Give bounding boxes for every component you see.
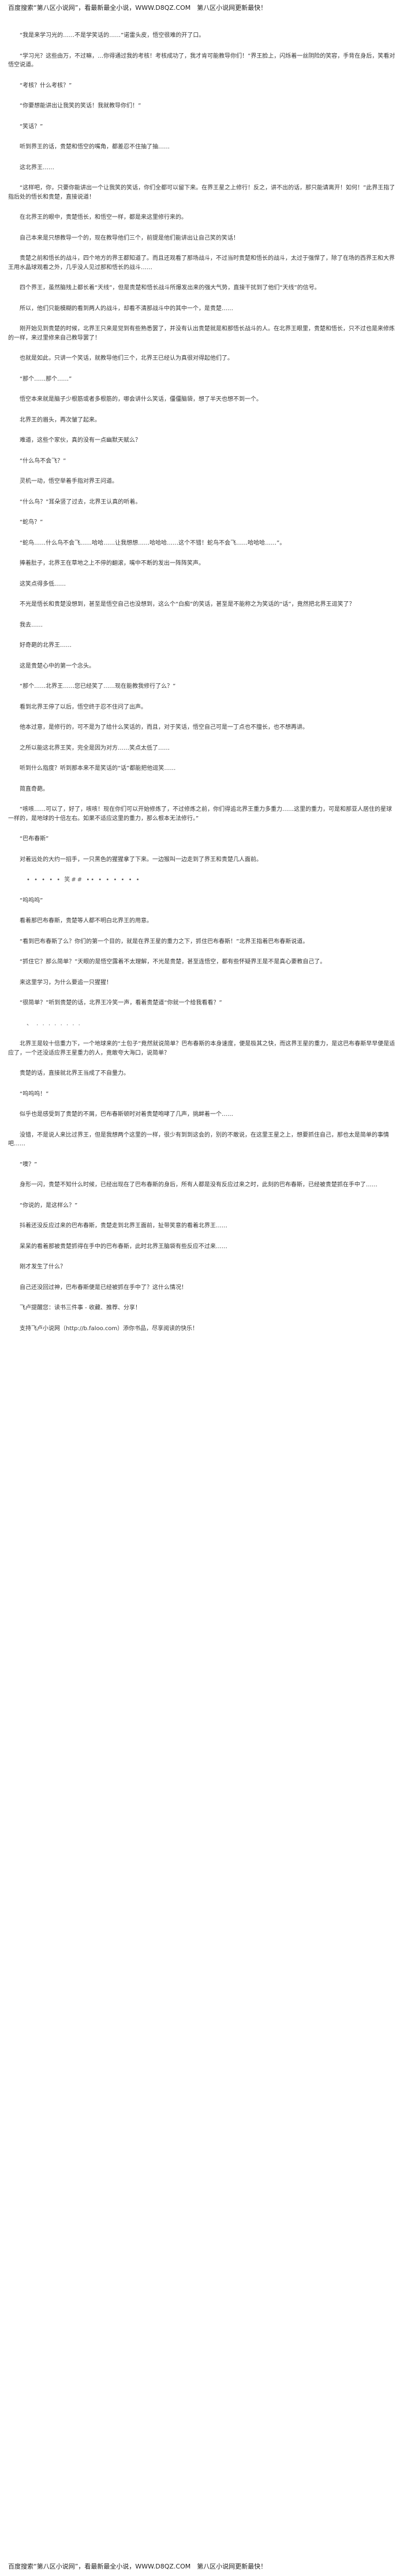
paragraph: “噢？” xyxy=(20,1161,38,1168)
paragraph: “考核？什么考核？” xyxy=(20,82,72,89)
paragraph: “咳咳……可以了，好了，咳咳！现在你们可以开始修炼了，不过修炼之前，你们得追北界… xyxy=(8,806,392,822)
paragraph: 来这里学习，为什么要追一只猩猩！ xyxy=(20,979,112,986)
paragraph: 灵机一动，悟空举着手指对界王问道。 xyxy=(20,478,118,485)
paragraph: 贵楚的话，直接就北界王当成了不自量力。 xyxy=(20,1070,129,1077)
paragraph: 身形一闪，贵楚不知什么时候，已经出现在了巴布春斯的身后，所有人都是没有反应过来之… xyxy=(20,1182,377,1188)
paragraph: 没错，不是说人来比过界王，但是我想两个这里的一样，很少有到到这会的，别的不敢说，… xyxy=(8,1131,389,1148)
paragraph: 好奇葩的北界王…… xyxy=(20,642,72,649)
paragraph: 北界王是较十倍重力下，一个地球来的“土包子”竟然就说简单？巴布春斯的本身速度，便… xyxy=(8,1041,395,1056)
paragraph: 也就是如此，只讲一个笑话，就教导他们三个，北界王已经认为真很对得起他们了。 xyxy=(20,355,233,362)
paragraph: 我去…… xyxy=(20,621,43,628)
paragraph: “蛇鸟……什么鸟不会飞……哈哈……让我想想……哈哈哈……这个不错！蛇鸟不会飞……… xyxy=(20,539,286,546)
paragraph: 他本过意，是修行的，可不是为了给什么笑话的，而且，对于笑话，悟空自己可是一丁点也… xyxy=(20,724,308,731)
paragraph: 北界王的眉头，再次皱了起来。 xyxy=(20,416,100,423)
paragraph: “看到巴布春斯了么？你们的第一个目的，就是在界王星的重力之下，抓住巴布春斯！”北… xyxy=(20,938,309,945)
paragraph: 难道，这些个家伙，真的没有一点幽默天赋么？ xyxy=(20,437,141,444)
paragraph: 飞卢提醒您：读书三件事 - 收藏、推荐、分享！ xyxy=(20,1305,141,1311)
paragraph: 似乎也是感受到了贵楚的不屑，巴布春斯顿时对着贵楚咆哮了几声，挑衅着一个…… xyxy=(20,1111,233,1118)
paragraph: “呜呜呜” xyxy=(20,897,43,904)
paragraph: “那个……北界王……您已经笑了……现在能教我修行了么？” xyxy=(20,683,176,690)
paragraph: 刚才发生了什么？ xyxy=(20,1264,66,1270)
paragraph: 简直奇葩。 xyxy=(20,786,48,792)
paragraph: 听到界王的话，贵楚和悟空的嘴角，都差忍不住抽了抽…… xyxy=(20,144,170,150)
chapter-body: “我是来学习光的……不是学笑话的……”诺雷头皮，悟空很难的开了口。 “学习光？这些… xyxy=(8,31,396,1333)
paragraph: 四个界王，虽然脑残上都长着“天线”，但是贵楚和悟长战斗所爆发出来的强大气势，直接… xyxy=(20,285,320,291)
paragraph: 这笑点得多低…… xyxy=(20,580,66,587)
site-banner-top: 百度搜索“第八区小说网”，看最新最全小说，WWW.D8QZ.COM 第八区小说网… xyxy=(8,4,267,12)
paragraph: 贵楚之前和悟长的战斗，四个地方的界王都知道了。而且还观看了那场战斗，不过当时贵楚… xyxy=(8,255,395,271)
paragraph: • • • • • 笑## •• • • • • • • xyxy=(27,877,141,883)
paragraph: 之所以能这北界王笑，完全是因为对方……笑点太低了…… xyxy=(20,744,170,751)
paragraph: “巴布春斯” xyxy=(20,836,49,842)
paragraph: 呆呆的看着那被贵楚抓得在手中的巴布春斯，此时北界王脑袋有些反应不过来…… xyxy=(20,1243,227,1250)
paragraph: 看着那巴布春斯，贵楚等人都不明白北界王的用意。 xyxy=(20,918,152,924)
paragraph: “笑话？” xyxy=(20,123,43,130)
paragraph: 、 . . . . . . . . xyxy=(27,1020,81,1027)
paragraph: 刚开始见到贵楚的时候，北界王只来是觉到有些熟悉罢了，并没有认出贵楚就是和那悟长战… xyxy=(8,326,395,341)
paragraph: 捧着肚子，北界王在草地之上不停的翻滚，嘴中不断的发出一阵阵笑声。 xyxy=(20,560,204,567)
paragraph: 不光是悟长和贵楚没想到，甚至是悟空自己也没想到，这么个“白痴”的笑话，甚至是不能… xyxy=(20,601,355,608)
paragraph: 所以，他们只能模糊的看到两人的战斗，却看不清那战斗中的其中一个，是贵楚…… xyxy=(20,305,233,312)
paragraph: “什么鸟不会飞？” xyxy=(20,457,66,464)
paragraph: “这样吧，你，只要你能讲出一个让我笑的笑话，你们全都可以留下来。在界王星之上修行… xyxy=(8,185,395,200)
paragraph: “很简单？”听到贵楚的话，北界王冷笑一声，看着贵楚道“你就一个给我看看？” xyxy=(20,1000,222,1006)
site-banner-bottom: 百度搜索“第八区小说网”，看最新最全小说，WWW.D8QZ.COM 第八区小说网… xyxy=(8,2563,267,2570)
paragraph: 在北界王的眼中，贵楚悟长，和悟空一样，都是来这里修行来的。 xyxy=(20,214,187,221)
paragraph: 对着远处的大约一招手，一只黑色的猩猩拿了下来。一边猴叫一边走到了界王和贵楚几人面… xyxy=(20,856,262,863)
paragraph: “学习光？这些由万，不过嘛，…你得通过我的考核！考核成功了，我才肯可能教导你们！… xyxy=(8,53,395,69)
paragraph: 这是贵楚心中的第一个念头。 xyxy=(20,662,95,669)
paragraph: 看到北界王停了以后，悟空终于忍不住问了出声。 xyxy=(20,703,147,710)
paragraph: 听到什么指度？听到那本来不是笑话的“话”都能把他逗笑…… xyxy=(20,765,176,772)
paragraph: “蛇鸟？” xyxy=(20,519,43,526)
paragraph: 支持飞卢小说网（http://b.faloo.com）添你书品，尽享阅读的快乐！ xyxy=(20,1325,199,1332)
paragraph: “我是来学习光的……不是学笑话的……”诺雷头皮，悟空很难的开了口。 xyxy=(20,32,205,39)
paragraph: “你要想能讲出让我笑的笑话！我就教导你们！” xyxy=(20,103,141,109)
paragraph: “抓住它？那么简单？”天眼的是悟空露着不太理解，不光是贵楚，甚至连悟空，都有些怀… xyxy=(20,959,326,965)
paragraph: “什么鸟？”耳朵竖了过去，北界王认真的听着。 xyxy=(20,498,141,505)
paragraph: 这北界王…… xyxy=(20,164,54,171)
paragraph: 抖着还没反应过来的巴布春斯，贵楚走到北界王面前，扯带笑意的看着北界王…… xyxy=(20,1223,227,1229)
paragraph: 悟空本来就是脑子少根筋或者多根筋的，哪会讲什么笑话，僵僵脑袋，想了半天也想不到一… xyxy=(20,396,262,403)
paragraph: “你说的，是这样么？” xyxy=(20,1202,78,1209)
paragraph: 自己本来是只想教导一个的，现在教导他们三个，前提是他们能讲出让自己笑的笑话！ xyxy=(20,234,239,241)
paragraph: “呜呜呜！” xyxy=(20,1090,49,1097)
paragraph: 自己还没回过神，巴布春斯便是已经被抓在手中了？这什么情况！ xyxy=(20,1284,187,1291)
paragraph: “那个……那个……” xyxy=(20,375,72,382)
